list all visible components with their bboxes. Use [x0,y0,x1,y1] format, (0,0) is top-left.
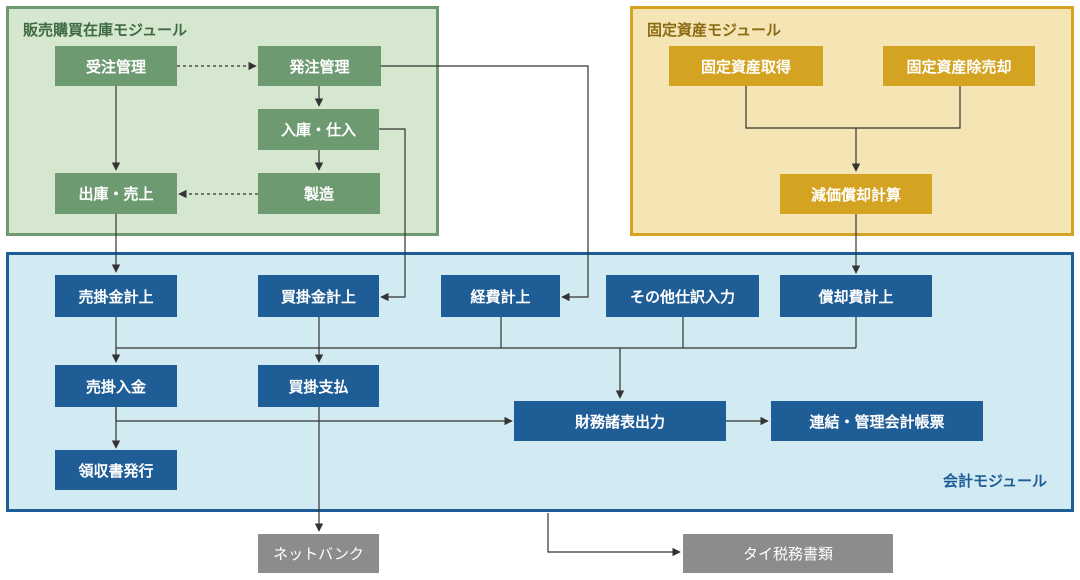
asset-acquisition-box: 固定資産取得 [669,46,823,86]
payable-box: 買掛金計上 [258,275,379,317]
arrow-receipt-to-financial [115,407,513,426]
consolidated-report-box: 連結・管理会計帳票 [771,401,983,441]
netbank-box: ネットバンク [258,534,379,573]
order-receipt-box: 受注管理 [55,46,177,86]
fixed-assets-module-title: 固定資産モジュール [647,21,781,39]
other-journal-box: その他仕訳入力 [606,275,759,317]
line-disposal [856,86,961,129]
receivable-box: 売掛金計上 [55,275,177,317]
asset-disposal-box: 固定資産除売却 [883,46,1035,86]
expense-box: 経費計上 [441,275,560,317]
arrow-to-thai-tax [547,513,681,557]
depreciation-calc-box: 減価償却計算 [780,174,932,214]
receiving-box: 入庫・仕入 [258,109,379,150]
thai-tax-box: タイ税務書類 [683,534,893,573]
line-acquisition [745,86,856,129]
arrow-purchase-to-expense [381,65,589,302]
accounting-module-title: 会計モジュール [943,472,1047,490]
sales-module-title: 販売購買在庫モジュール [23,21,187,39]
receipt-issue-box: 領収書発行 [55,450,177,490]
payable-payment-box: 買掛支払 [258,365,379,407]
financial-statements-box: 財務諸表出力 [514,401,726,441]
manufacturing-box: 製造 [258,173,380,214]
purchase-order-box: 発注管理 [258,46,381,86]
shipping-sales-box: 出庫・売上 [55,173,177,214]
depreciation-expense-box: 償却費計上 [780,275,932,317]
receivable-payment-box: 売掛入金 [55,365,177,407]
arrow-receiving-to-payable [379,128,406,302]
